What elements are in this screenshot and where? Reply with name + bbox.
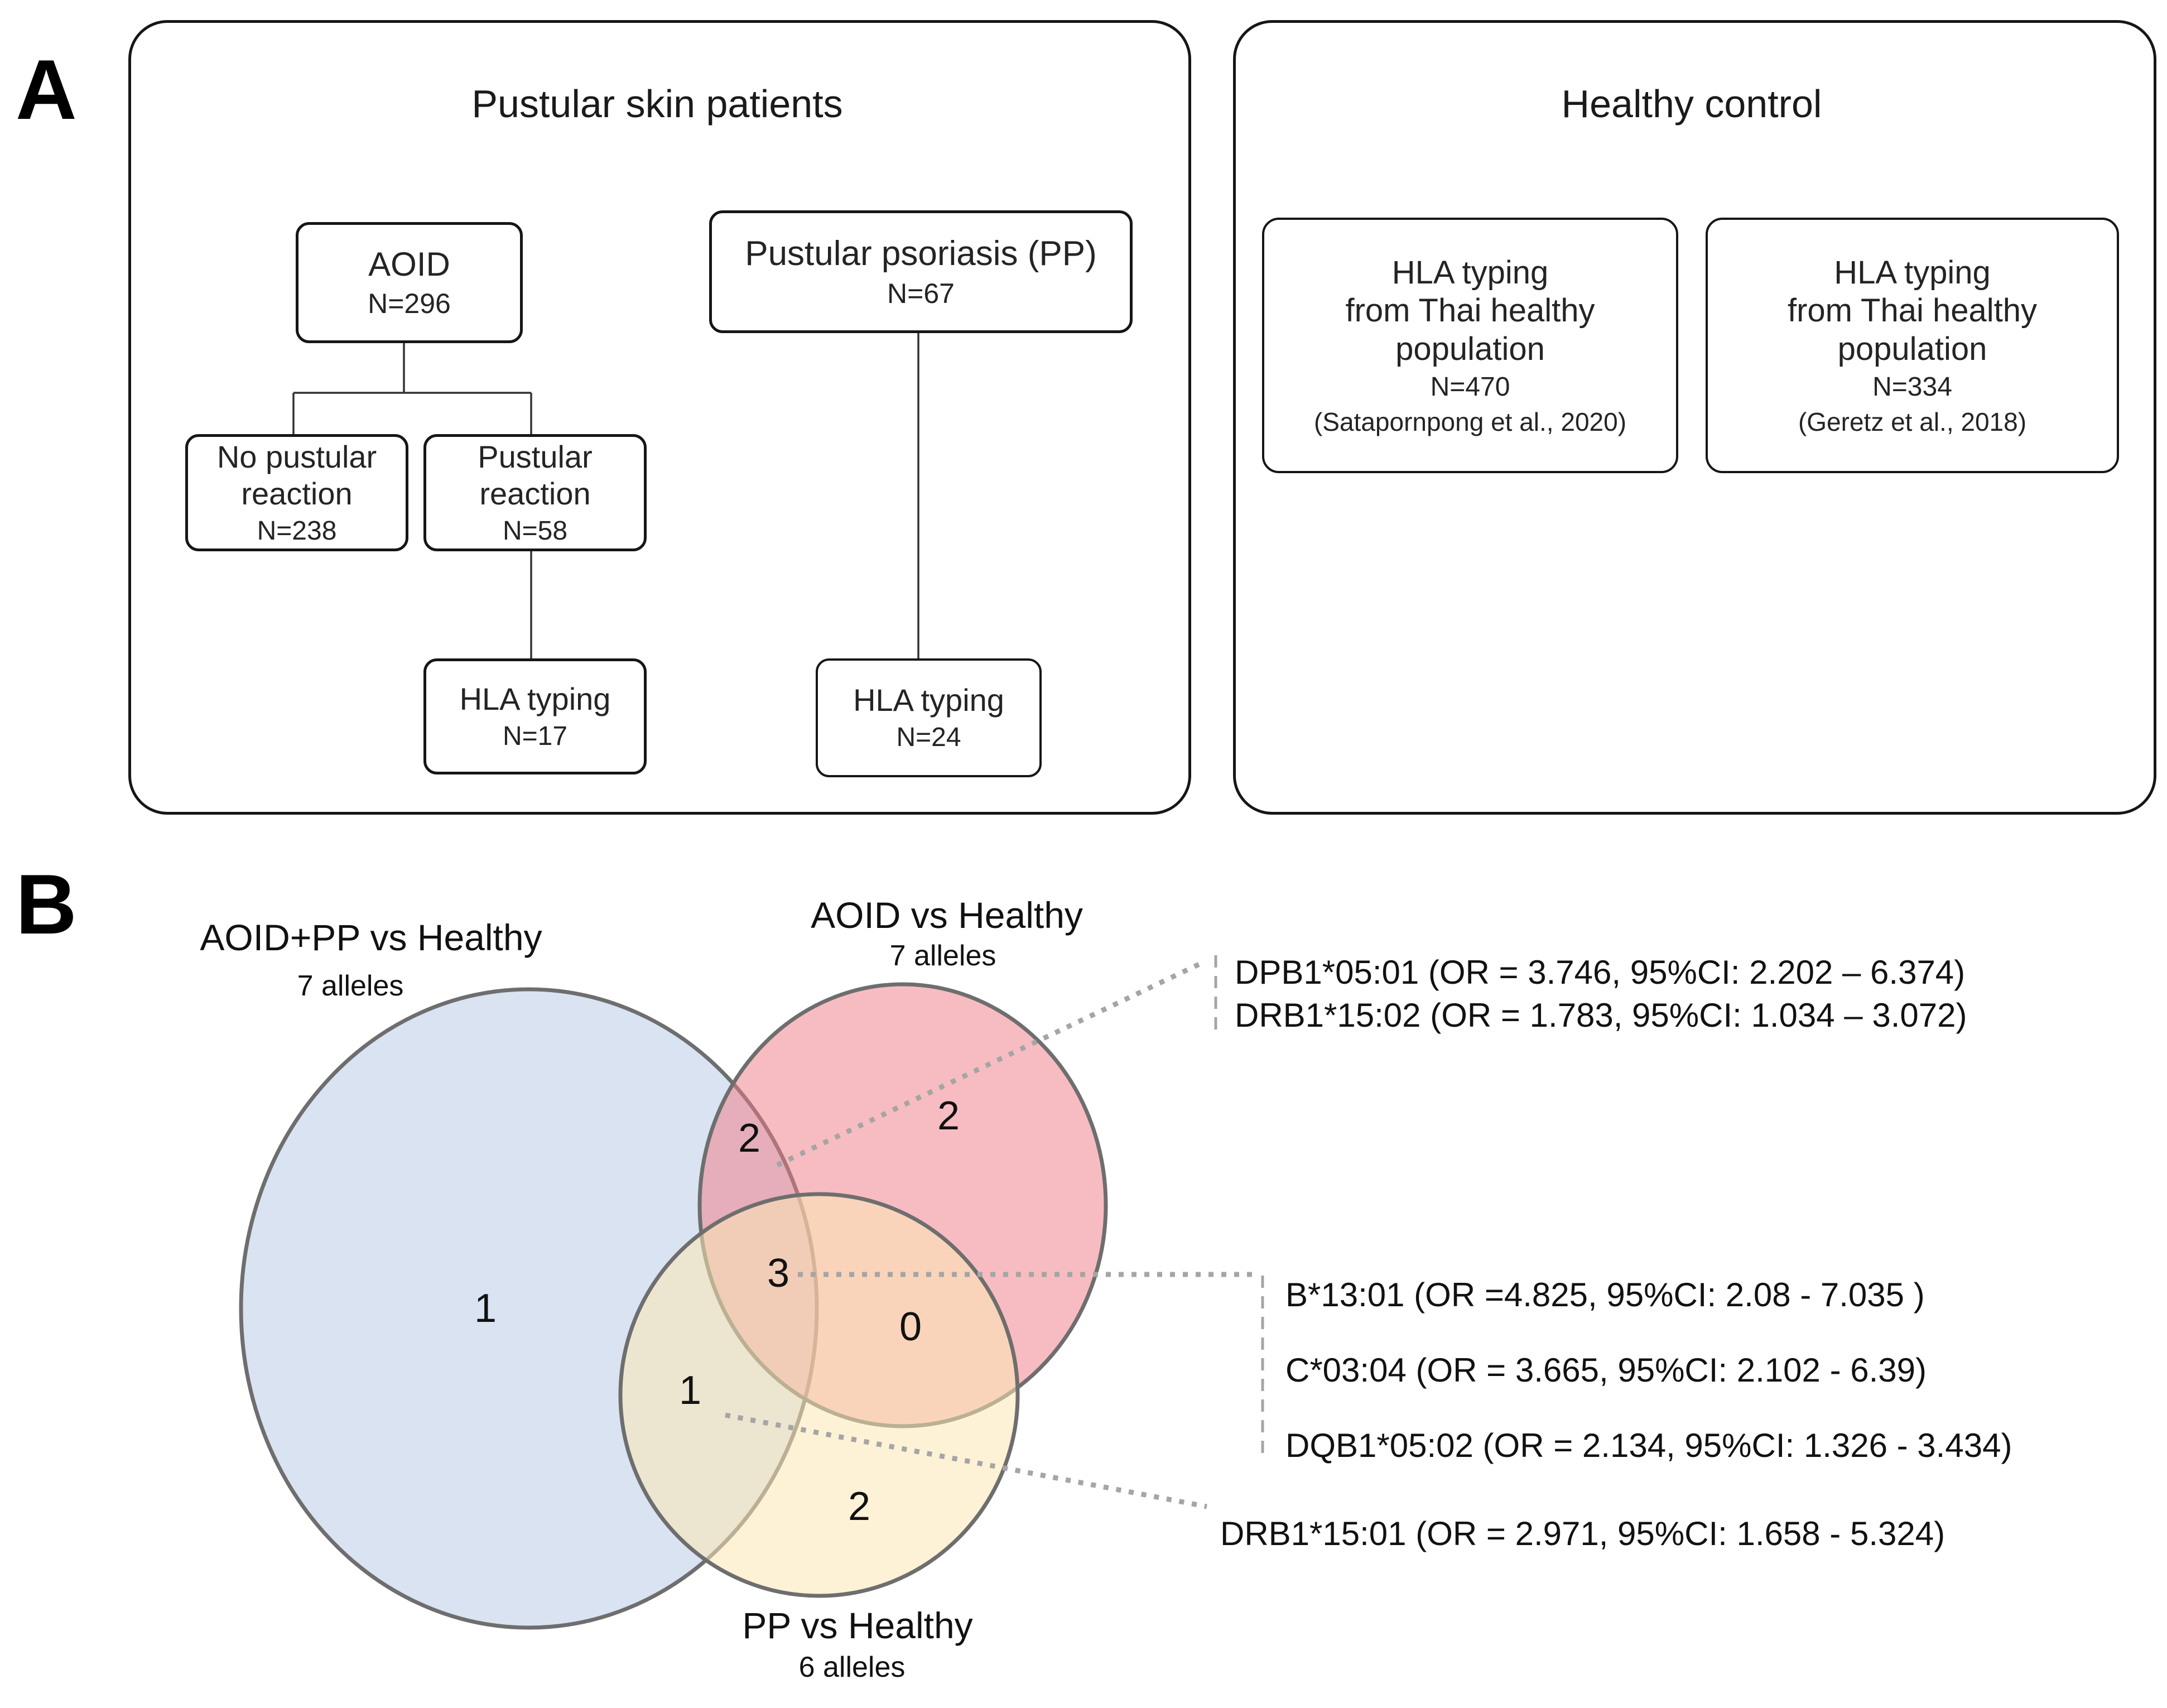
venn-count-aoid-pp: 0: [899, 1305, 922, 1349]
pustular-line2: reaction: [479, 475, 591, 511]
pustular-n: N=58: [502, 516, 568, 546]
hla-aoid-title: HLA typing: [459, 681, 611, 716]
annotation-block-1: DPB1*05:01 (OR = 3.746, 95%CI: 2.202 – 6…: [1235, 951, 1967, 1037]
leader-line-aoidpp-aoid: [776, 959, 1206, 1168]
source2-line2: from Thai healthy: [1787, 292, 2038, 329]
hla-typing-pp-box: HLA typing N=24: [816, 658, 1042, 777]
aoid-box-n: N=296: [368, 288, 451, 320]
venn-count-aoidpp-aoid: 2: [738, 1116, 761, 1161]
venn-count-aoidpp-pp: 1: [678, 1368, 702, 1413]
source1-line2: from Thai healthy: [1345, 292, 1595, 329]
pustular-line1: Pustular: [478, 439, 593, 474]
aoid-box: AOID N=296: [296, 222, 523, 343]
hla-typing-aoid-box: HLA typing N=17: [423, 658, 647, 774]
venn-set-subtitle-pp: 6 alleles: [798, 1651, 906, 1683]
hla-pp-n: N=24: [896, 723, 961, 753]
source1-n: N=470: [1430, 372, 1510, 402]
venn-diagram: [239, 982, 1108, 1630]
annotation-2-line-1: B*13:01 (OR =4.825, 95%CI: 2.08 - 7.035 …: [1285, 1276, 1925, 1314]
hla-pp-title: HLA typing: [853, 682, 1004, 718]
source1-line1: HLA typing: [1391, 254, 1549, 291]
annotation-2-line-2: C*03:04 (OR = 3.665, 95%CI: 2.102 - 6.39…: [1285, 1351, 1927, 1389]
annotation-2-line-3: DQB1*05:02 (OR = 2.134, 95%CI: 1.326 - 3…: [1285, 1427, 2012, 1464]
panel-a-label: A: [16, 42, 77, 137]
healthy-panel-title: Healthy control: [1561, 82, 1822, 126]
pustular-panel-title: Pustular skin patients: [471, 82, 843, 126]
pp-box-n: N=67: [887, 278, 955, 310]
aoid-box-title: AOID: [368, 245, 450, 283]
annotation-block-3: DRB1*15:01 (OR = 2.971, 95%CI: 1.658 - 5…: [1220, 1512, 1945, 1555]
venn-set-subtitle-aoid: 7 alleles: [889, 940, 996, 972]
venn-circle-pp-outline: [618, 1192, 1020, 1598]
venn-count-pp-only: 2: [847, 1484, 871, 1529]
venn-count-aoidpp-only: 1: [474, 1286, 497, 1331]
annotation-block-2: B*13:01 (OR =4.825, 95%CI: 2.08 - 7.035 …: [1285, 1257, 2012, 1483]
hla-aoid-n: N=17: [502, 721, 568, 751]
venn-circle-pp: [620, 1194, 1018, 1596]
no-pustular-line1: No pustular: [216, 439, 377, 474]
pp-box-title: Pustular psoriasis (PP): [745, 234, 1097, 273]
source2-citation: (Geretz et al., 2018): [1798, 407, 2027, 436]
healthy-control-panel: [1233, 20, 2156, 815]
source2-line3: population: [1837, 330, 1987, 367]
no-pustular-reaction-box: No pustular reaction N=238: [185, 434, 408, 551]
annotation-1-line-2: DRB1*15:02 (OR = 1.783, 95%CI: 1.034 – 3…: [1235, 997, 1967, 1034]
pustular-patients-panel: [128, 20, 1191, 815]
flowchart-connectors: [292, 328, 919, 658]
annotation-leaders: [725, 955, 1264, 1509]
venn-set-title-aoid: AOID vs Healthy: [811, 894, 1083, 936]
annotation-1-line-1: DPB1*05:01 (OR = 3.746, 95%CI: 2.202 – 6…: [1235, 954, 1966, 991]
source1-line3: population: [1395, 330, 1545, 367]
no-pustular-line2: reaction: [241, 475, 353, 511]
venn-count-all-three: 3: [767, 1251, 790, 1296]
source2-n: N=334: [1872, 372, 1952, 402]
pustular-reaction-box: Pustular reaction N=58: [423, 434, 647, 551]
venn-set-title-pp: PP vs Healthy: [742, 1605, 973, 1646]
no-pustular-n: N=238: [257, 516, 337, 546]
venn-count-aoid-only: 2: [937, 1094, 960, 1138]
healthy-source-2-box: HLA typing from Thai healthy population …: [1706, 218, 2119, 473]
healthy-source-1-box: HLA typing from Thai healthy population …: [1262, 218, 1678, 473]
panel-b-label: B: [16, 857, 77, 952]
venn-set-subtitle-aoid-pp: 7 alleles: [297, 970, 404, 1002]
annotation-3-line-1: DRB1*15:01 (OR = 2.971, 95%CI: 1.658 - 5…: [1220, 1515, 1946, 1552]
venn-set-title-aoid-pp: AOID+PP vs Healthy: [200, 917, 542, 958]
source1-citation: (Satapornpong et al., 2020): [1313, 407, 1627, 436]
pustular-psoriasis-box: Pustular psoriasis (PP) N=67: [709, 210, 1133, 333]
leader-line-aoidpp-pp: [725, 1412, 1207, 1509]
source2-line1: HLA typing: [1834, 254, 1991, 291]
